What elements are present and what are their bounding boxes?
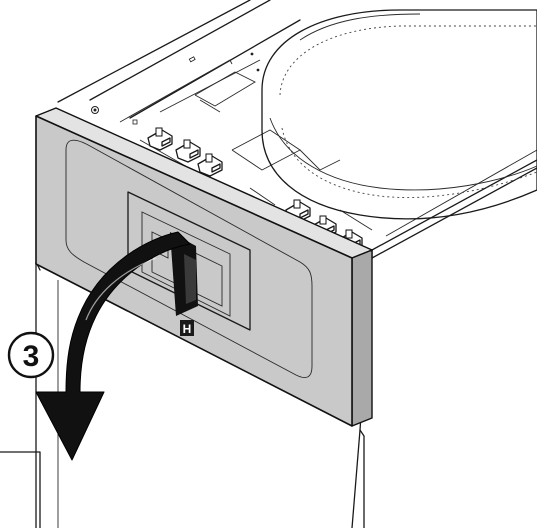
tub-lid [261,9,537,220]
panel-clips [147,127,363,253]
front-panel: H [35,107,373,427]
step-callout-circle [7,331,55,379]
clip-1 [147,127,173,151]
front-panel-side-edge [351,249,373,427]
step-callout: 3 [7,331,55,379]
step-number: 3 [23,340,40,373]
reference-box-fragment [0,451,41,528]
brand-logo-letter: H [183,322,192,336]
curved-arrow-icon [35,231,191,461]
appliance-housing [35,0,537,528]
grip-handle [170,232,198,316]
clip-2 [175,139,201,163]
brand-logo: H [180,320,194,336]
curved-arrow-body [35,231,191,461]
